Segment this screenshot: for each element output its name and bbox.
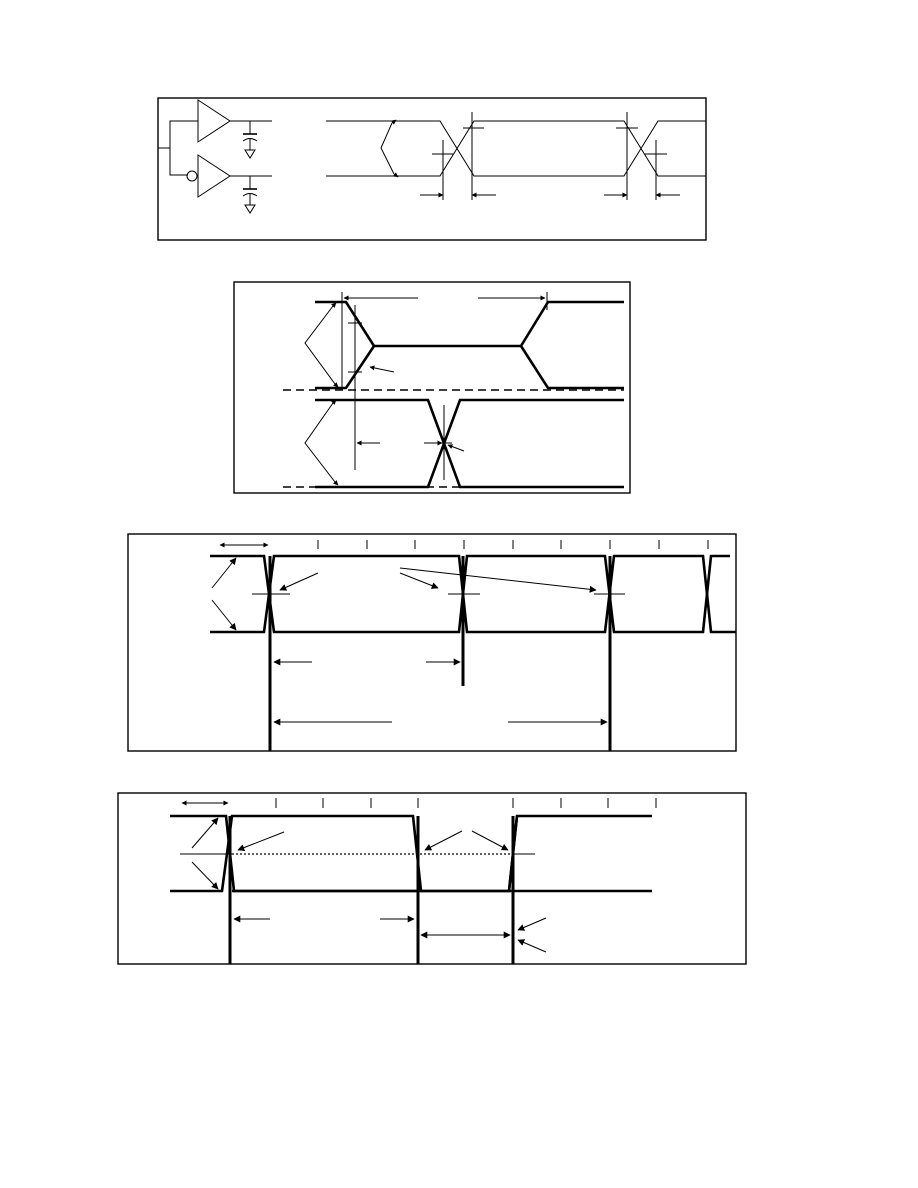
pointer-arrow bbox=[279, 572, 319, 591]
capacitor-ground-icon bbox=[242, 176, 258, 214]
pointer-arrow bbox=[447, 444, 465, 452]
waveform-lower bbox=[315, 345, 624, 390]
capacitor-ground-icon bbox=[242, 121, 258, 159]
pointer-arrow bbox=[369, 365, 395, 373]
pointer-arrow bbox=[424, 830, 463, 851]
pointer-arrow bbox=[517, 939, 547, 953]
waveform-true bbox=[326, 120, 706, 177]
time-grid-ticks bbox=[317, 540, 709, 549]
pointer-arrow bbox=[211, 557, 237, 589]
amplitude-bracket bbox=[304, 305, 336, 385]
pointer-arrow bbox=[517, 917, 547, 931]
waveform-pulse-complement bbox=[170, 814, 652, 893]
pointer-arrow bbox=[191, 817, 219, 849]
pointer-arrow bbox=[211, 599, 237, 631]
buffer-input-line bbox=[158, 120, 198, 176]
figure-2-single-ended-vs-differential bbox=[233, 281, 631, 494]
amplitude-bracket bbox=[380, 122, 395, 175]
figure-1-differential-output bbox=[157, 97, 707, 241]
time-grid-ticks bbox=[275, 798, 657, 808]
figure-4-frame bbox=[117, 792, 747, 965]
inverter-bubble bbox=[186, 170, 198, 182]
buffer-triangle bbox=[197, 99, 231, 143]
inverting-buffer-triangle bbox=[197, 154, 231, 198]
pointer-arrow bbox=[471, 830, 509, 851]
figure-3-frame bbox=[127, 533, 737, 752]
waveform-complement bbox=[326, 120, 706, 177]
waveform-upper bbox=[315, 300, 624, 348]
pointer-arrow bbox=[191, 861, 219, 890]
figure-3-clock-jitter bbox=[127, 533, 737, 752]
figure-1-frame bbox=[157, 97, 707, 241]
pointer-arrow bbox=[399, 572, 439, 589]
pointer-arrow bbox=[237, 831, 285, 851]
figure-2-frame bbox=[233, 281, 631, 494]
amplitude-bracket bbox=[304, 402, 336, 483]
pointer-arrow bbox=[399, 567, 597, 593]
figure-4-pulse-width bbox=[117, 792, 747, 965]
